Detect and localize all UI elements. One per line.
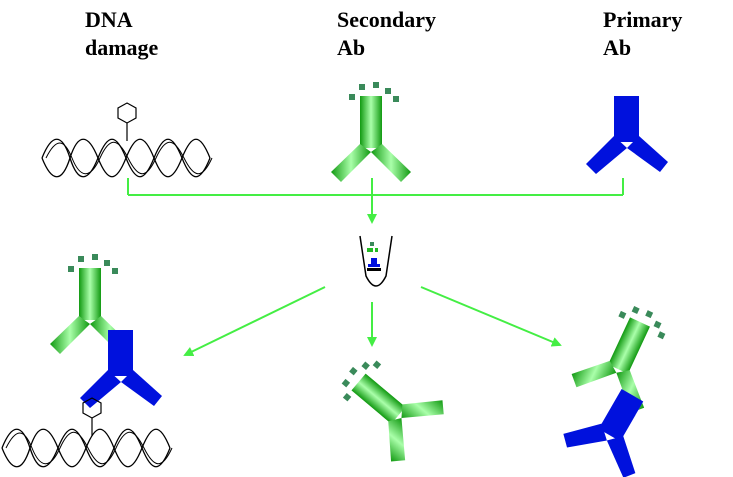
test-tube-icon (359, 235, 393, 287)
dna-helix-icon (1, 428, 173, 468)
antibody-pair-illustration (558, 300, 677, 477)
primary-antibody-illustration (586, 96, 668, 174)
label-dna-damage: DNA damage (85, 7, 159, 60)
green-antibody-icon (331, 96, 411, 182)
unbound-secondary-illustration (332, 351, 451, 468)
label-primary-ab: Primary Ab (603, 7, 683, 60)
dna-helix-icon (41, 138, 213, 178)
blue-antibody-icon (558, 375, 669, 477)
dna-damage-illustration (41, 102, 213, 178)
green-antibody-icon (332, 351, 451, 468)
outcome-arrows (183, 286, 562, 357)
benzene-ring-icon (117, 102, 137, 142)
connector-lines (127, 178, 624, 224)
blue-antibody-icon (586, 96, 668, 174)
label-secondary-ab: Secondary Ab (337, 7, 436, 60)
blue-antibody-icon (80, 330, 162, 408)
secondary-antibody-illustration (331, 82, 411, 182)
bound-complex-illustration (1, 254, 173, 468)
